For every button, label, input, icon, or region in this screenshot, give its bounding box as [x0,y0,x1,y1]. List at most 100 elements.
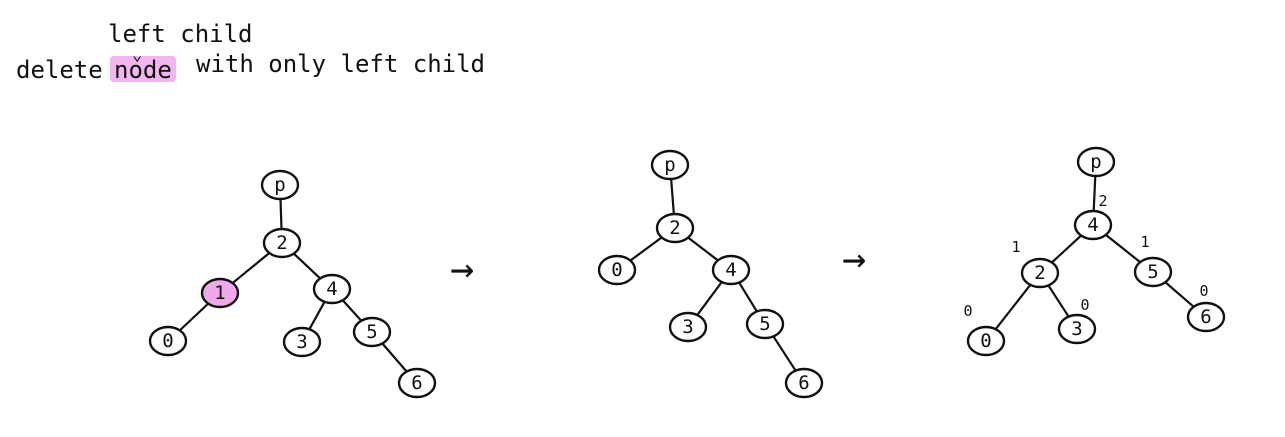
title-line: delete node with only left child ⌄ left … [16,20,485,84]
edge-n4-n3 [695,280,724,317]
edge-n2-n0 [627,235,665,263]
edge-p-n2 [279,197,283,231]
title-rest: with only left child [196,50,485,78]
node-n0: 00 [963,302,1006,357]
node-n5: 5 [352,316,392,348]
node-n3: 30 [1057,296,1097,345]
node-n2: 2 [262,227,302,259]
node-circle [1133,256,1173,288]
node-circle [1020,257,1060,289]
node-circle [352,316,392,348]
node-circle [262,227,302,259]
tree-before: p 2 1 0 4 3 5 6 [148,169,437,399]
node-n4: 4 [312,273,352,305]
node-n5: 5 [745,308,785,340]
node-n3: 3 [668,311,708,343]
edge-n4-n2 [1049,233,1084,265]
node-circle [200,277,240,309]
node-label: 3 [296,331,307,353]
node-n6: 60 [1186,282,1226,333]
node-label: p [664,154,675,176]
node-n3: 3 [282,326,322,358]
height-annotation: 0 [1080,296,1089,314]
node-n4: 4 [711,254,751,286]
node-circle [260,169,300,201]
height-annotation: 2 [1098,192,1107,210]
tree-after-delete: p 2 0 4 3 5 6 [597,149,824,399]
node-label: 4 [725,259,736,281]
edge-n2-n0 [993,282,1033,332]
node-label: 2 [276,232,287,254]
node-circle [282,326,322,358]
node-label: 3 [1071,318,1082,340]
node-circle [312,273,352,305]
node-label: 5 [366,321,377,343]
title-highlight-marker [110,56,176,82]
node-label: p [1090,151,1101,173]
arrow-2: → [842,236,866,282]
node-circle [1186,301,1226,333]
edge-n1-n0 [177,301,211,333]
node-label: 6 [1200,306,1211,328]
node-label: 2 [1034,262,1045,284]
node-circle [650,149,690,181]
edge-n4-n5 [1103,232,1143,265]
title-insert-caret: ⌄ [132,45,142,65]
node-circle [1073,209,1113,241]
edge-n4-n5 [737,280,759,314]
edge-p-n4 [1092,174,1097,213]
height-annotation: 0 [963,302,972,320]
node-n6: 6 [784,367,824,399]
node-p: p [650,149,690,181]
node-label: 1 [214,282,225,304]
node-label: 2 [669,217,680,239]
edge-n4-n3 [307,300,327,331]
node-circle [597,254,637,286]
node-label: 3 [682,316,693,338]
node-n5: 51 [1133,233,1173,288]
edge-n2-n3 [1046,283,1071,319]
node-label: 4 [326,278,337,300]
height-annotation: 1 [1140,233,1149,251]
height-annotation: 1 [1011,238,1020,256]
node-n0: 0 [148,325,188,357]
node-circle [784,367,824,399]
node-n2: 2 [655,212,695,244]
node-label: 0 [611,259,622,281]
node-label: 0 [162,330,173,352]
node-n2: 21 [1011,238,1060,289]
node-n4: 42 [1073,192,1113,241]
node-label: 5 [1147,261,1158,283]
node-label: 4 [1087,214,1098,236]
node-label: p [274,174,285,196]
edge-n5-n6 [1162,279,1197,310]
edge-n2-n4 [291,251,323,281]
height-annotation: 0 [1199,282,1208,300]
node-p: p [1076,146,1116,178]
edge-n5-n6 [380,341,409,374]
node-circle [966,325,1006,357]
node-circle [711,254,751,286]
title-insert-text: left child [108,20,253,48]
node-circle [397,367,437,399]
edge-n5-n6 [771,334,798,373]
node-n1: 1 [200,277,240,309]
node-circle [1057,313,1097,345]
node-label: 5 [759,313,770,335]
edge-n4-n5 [340,298,364,323]
node-circle [745,308,785,340]
node-label: 6 [411,372,422,394]
edge-n2-n1 [230,250,272,286]
node-circle [1076,146,1116,178]
edge-n2-n4 [685,235,721,263]
arrow-1: → [450,246,474,292]
node-circle [655,212,695,244]
edge-p-n2 [670,177,675,216]
node-n0: 0 [597,254,637,286]
title-word-node: node [114,56,172,84]
node-circle [148,325,188,357]
title-word-delete: delete [16,56,103,84]
node-circle [668,311,708,343]
